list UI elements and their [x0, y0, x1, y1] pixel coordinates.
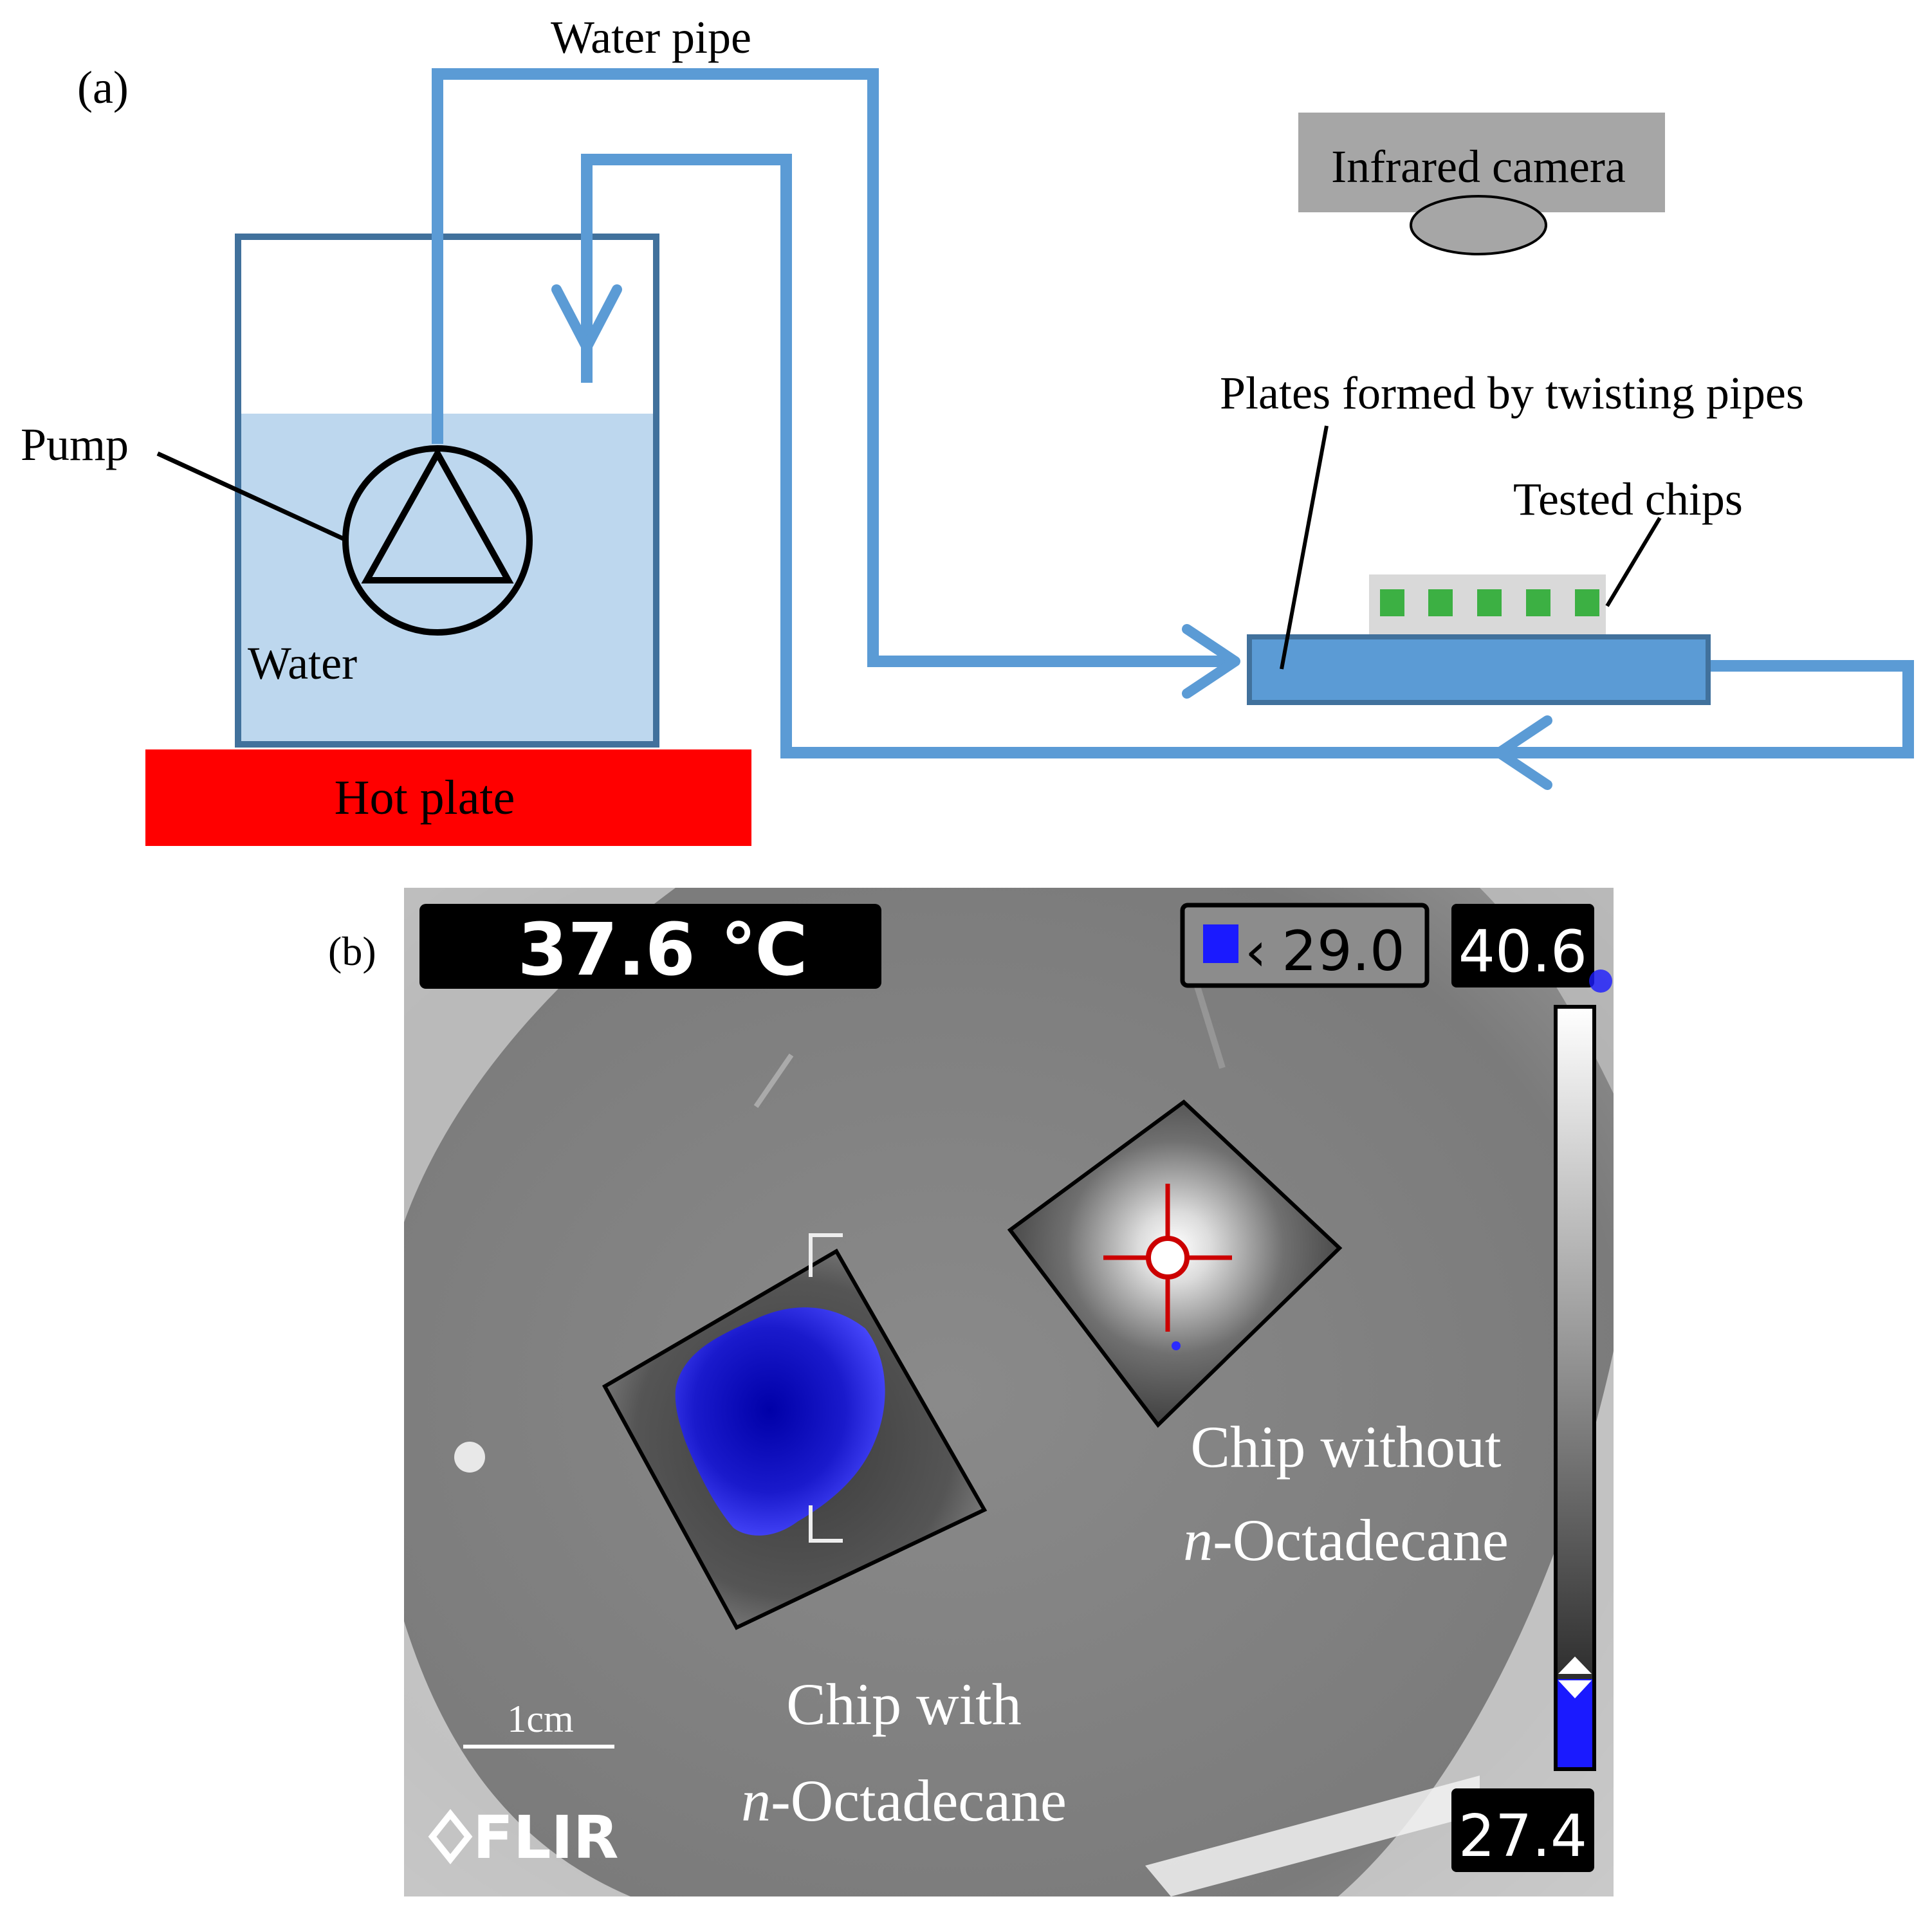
spot-temperature-box [419, 904, 881, 989]
tested-chips [1380, 589, 1599, 616]
isotherm-chevron-icon: ‹ [1245, 920, 1267, 983]
chip-without-label-line1: Chip without [1190, 1414, 1501, 1480]
chip-with-label-line2: n-Octadecane [741, 1768, 1067, 1833]
pump-icon [342, 445, 533, 636]
isotherm-region [675, 1307, 885, 1536]
isotherm-dot [1172, 1341, 1181, 1350]
cooling-plate [1247, 634, 1711, 705]
arrow-into-plate [1182, 624, 1240, 699]
scale-min: 27.4 [1458, 1803, 1587, 1870]
arrow-into-container [551, 284, 622, 353]
chip-without-suffix: -Octadecane [1213, 1507, 1509, 1573]
crosshair-icon [1103, 1184, 1232, 1332]
thermal-light-corner [1338, 1351, 1614, 1896]
bracket-top [809, 1233, 843, 1277]
scale-max: 40.6 [1458, 918, 1587, 986]
hot-plate [145, 749, 751, 846]
scale-blue-dot [1589, 969, 1612, 993]
spot-temperature: 37.6 ℃ [518, 908, 808, 992]
flir-logo: FLIR [428, 1803, 619, 1872]
water-pipe-return [581, 154, 1914, 758]
chip-with-suffix: -Octadecane [771, 1768, 1067, 1833]
arrow-return [1494, 715, 1552, 790]
hot-plate-label: Hot plate [335, 771, 515, 825]
tested-chips-leader-line [1605, 517, 1662, 607]
panel-b-label: (b) [328, 928, 376, 974]
plates-leader-line [1280, 425, 1329, 670]
chip-without-octadecane [1007, 1099, 1343, 1428]
thermal-streak [753, 1053, 794, 1108]
chip-with-octadecane [602, 1233, 988, 1630]
chip-without-prefix: n [1183, 1507, 1213, 1573]
scale-down-arrow-icon [1558, 1680, 1592, 1698]
flir-brand: FLIR [473, 1803, 619, 1872]
thermal-streak [1145, 1776, 1480, 1896]
isotherm-box [1180, 903, 1430, 988]
chip [1380, 589, 1404, 616]
chip [1477, 589, 1502, 616]
water-label: Water [248, 638, 357, 689]
tested-chips-label: Tested chips [1513, 473, 1743, 525]
pump-leader-line [156, 451, 345, 542]
water-container [235, 234, 659, 748]
chip-with-label-line1: Chip with [786, 1671, 1021, 1737]
infrared-camera-icon [1298, 113, 1665, 255]
thermal-image [404, 888, 1614, 1896]
pump-label: Pump [21, 419, 129, 470]
water-pipe-label: Water pipe [551, 12, 751, 63]
scale-bar-label: 1cm [507, 1698, 573, 1740]
panel-a-label: (a) [77, 62, 129, 113]
isotherm-value: 29.0 [1282, 919, 1404, 984]
plates-label: Plates formed by twisting pipes [1220, 367, 1804, 419]
chip-with-prefix: n [741, 1768, 771, 1833]
panel-a: (a) Hot plate Pump Water Water pipe [21, 12, 1914, 846]
scale-min-box [1451, 1788, 1594, 1872]
isotherm-swatch-icon [1203, 924, 1238, 963]
chip [1526, 589, 1550, 616]
chip [1575, 589, 1599, 616]
water-pipe-outgoing [432, 68, 1235, 667]
thermal-streak [1193, 983, 1226, 1069]
chip-without-label-line2: n-Octadecane [1183, 1507, 1509, 1573]
bracket-bottom [809, 1505, 843, 1543]
scale-up-arrow-icon [1558, 1657, 1592, 1674]
thermal-hotspot [454, 1442, 485, 1473]
infrared-camera-label: Infrared camera [1331, 141, 1626, 192]
scale-max-box [1451, 904, 1594, 987]
panel-b: (b) [328, 888, 1614, 1896]
color-scale-bar [1554, 1005, 1596, 1771]
chip [1428, 589, 1453, 616]
